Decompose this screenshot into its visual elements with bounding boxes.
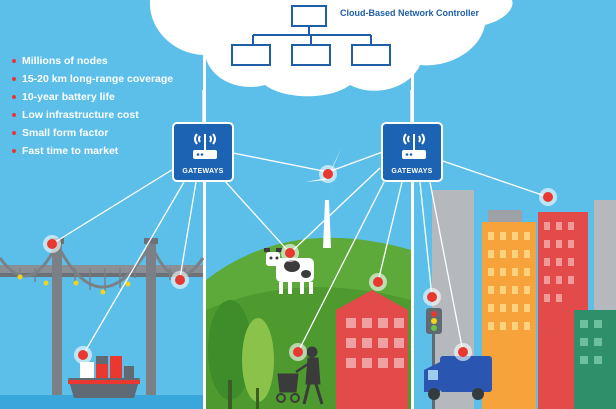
sensor-node (74, 346, 92, 364)
divider-line (411, 0, 414, 409)
gateway-label: GATEWAYS (182, 168, 224, 175)
sensor-node (171, 271, 189, 289)
bridge-scene (0, 238, 205, 409)
bullet-dot-icon (12, 59, 16, 63)
controller-label: Cloud-Based Network Controller (340, 8, 480, 18)
cloud-shape (149, 0, 513, 97)
sensor-node (289, 343, 307, 361)
sensor-node (369, 273, 387, 291)
sensor-node (281, 244, 299, 262)
bullet-dot-icon (12, 113, 16, 117)
gateway-router-icon (193, 133, 217, 159)
feature-text: 15-20 km long-range coverage (22, 73, 174, 85)
farm-scene (206, 147, 411, 409)
gateway-box-right: GATEWAYS (381, 122, 443, 182)
bullet-dot-icon (12, 149, 16, 153)
cow (264, 248, 314, 294)
trees (208, 300, 274, 409)
divider-line (203, 0, 206, 409)
feature-text: Millions of nodes (22, 55, 108, 67)
feature-item: Millions of nodes (12, 52, 173, 70)
barn-building (336, 290, 408, 409)
sensor-node (423, 288, 441, 306)
network-hierarchy-icon (231, 5, 391, 66)
bullet-dot-icon (12, 95, 16, 99)
gateway-box-left: GATEWAYS (172, 122, 234, 182)
sensor-node (454, 343, 472, 361)
feature-item: Small form factor (12, 124, 173, 142)
person-with-stroller (276, 346, 324, 405)
sensor-nodes (43, 165, 557, 364)
cargo-ship (68, 356, 140, 398)
feature-text: 10-year battery life (22, 91, 115, 103)
feature-text: Fast time to market (22, 145, 119, 157)
gateway-router-icon (402, 133, 426, 159)
feature-text: Small form factor (22, 127, 109, 139)
sensor-node (319, 165, 337, 183)
bullet-dot-icon (12, 131, 16, 135)
sensor-node (539, 188, 557, 206)
delivery-truck (424, 356, 492, 400)
feature-text: Low infrastructure cost (22, 109, 139, 121)
feature-list: Millions of nodes 15-20 km long-range co… (12, 52, 173, 160)
feature-item: 10-year battery life (12, 88, 173, 106)
feature-item: Low infrastructure cost (12, 106, 173, 124)
feature-item: 15-20 km long-range coverage (12, 70, 173, 88)
gateway-label: GATEWAYS (391, 168, 433, 175)
bullet-dot-icon (12, 77, 16, 81)
connection-lines (51, 90, 549, 356)
feature-item: Fast time to market (12, 142, 173, 160)
sensor-node (43, 235, 61, 253)
